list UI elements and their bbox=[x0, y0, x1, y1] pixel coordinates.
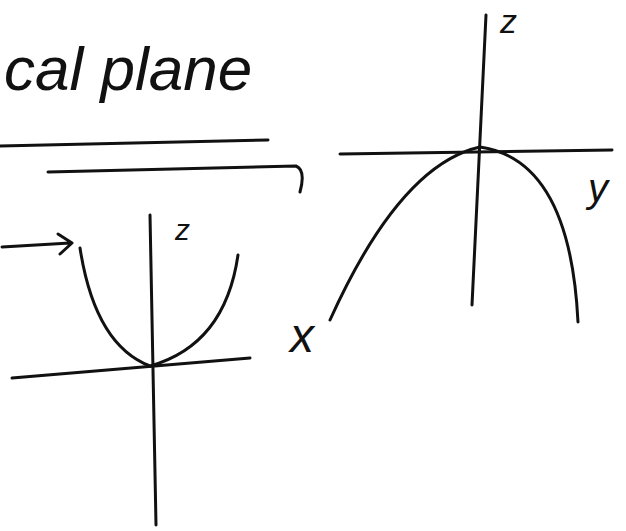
axis-label: z bbox=[500, 4, 517, 38]
axis-label: x bbox=[290, 312, 314, 360]
heading-text: cal plane bbox=[4, 38, 252, 100]
underline bbox=[0, 140, 268, 146]
axis-label: y bbox=[588, 168, 608, 208]
parabola-curve bbox=[80, 248, 238, 366]
horizontal-axis bbox=[12, 358, 250, 378]
arrow-symbol bbox=[2, 234, 72, 254]
trace-curve bbox=[480, 147, 578, 322]
z-axis bbox=[472, 15, 486, 305]
axis-label: z bbox=[175, 215, 190, 245]
arrow-line bbox=[48, 166, 302, 192]
y-axis bbox=[340, 150, 612, 154]
trace-curve bbox=[330, 147, 480, 320]
z-axis bbox=[150, 215, 156, 525]
